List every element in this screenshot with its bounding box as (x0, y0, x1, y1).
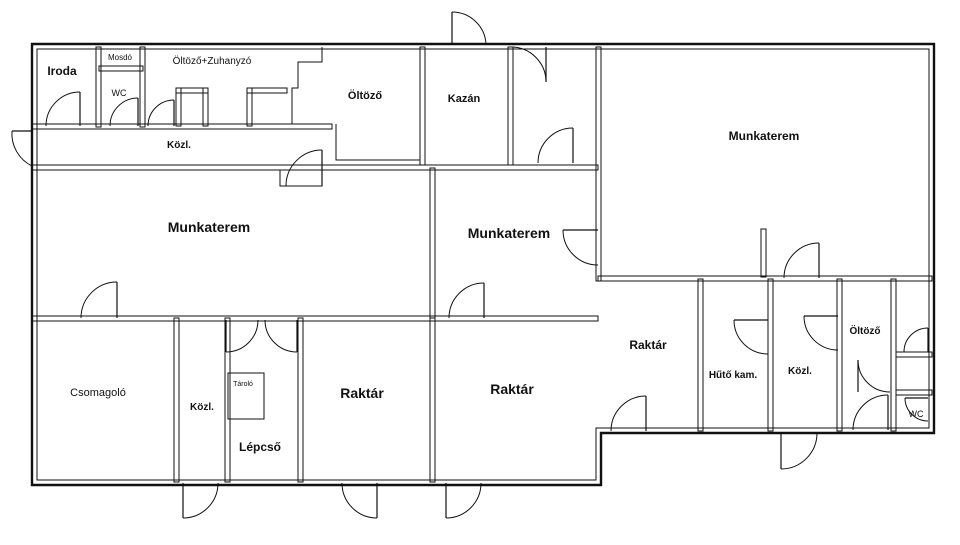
label-munkaterem-right: Munkaterem (729, 129, 800, 143)
label-lepcso: Lépcső (239, 440, 281, 454)
label-oltozo-zuhanyzo: Öltöző+Zuhanyzó (173, 55, 252, 67)
label-kozl-corridor: Közl. (167, 140, 191, 151)
doors (11, 11, 929, 519)
label-kazan: Kazán (448, 93, 481, 105)
label-raktar-3: Raktár (629, 338, 667, 352)
room-labels: Iroda Mosdó WC Öltöző+Zuhanyzó Öltöző Ka… (47, 53, 924, 454)
label-wc-top: WC (112, 88, 127, 98)
label-oltozo-top: Öltöző (348, 89, 382, 102)
interior-walls (31, 46, 933, 483)
outer-walls (30, 42, 936, 487)
label-munkaterem-left: Munkaterem (168, 219, 250, 235)
label-raktar-2: Raktár (490, 381, 534, 397)
label-munkaterem-center: Munkaterem (468, 225, 550, 241)
label-iroda: Iroda (47, 64, 77, 78)
label-huto-kam: Hűtő kam. (709, 370, 758, 381)
label-csomagolo: Csomagoló (70, 387, 126, 399)
label-mosdo: Mosdó (108, 53, 133, 62)
label-wc-right: WC (909, 409, 924, 419)
label-raktar-1: Raktár (340, 385, 384, 401)
label-tarolo: Tároló (233, 381, 253, 388)
label-kozl-small: Közl. (190, 402, 214, 413)
label-oltozo-right: Öltöző (849, 324, 880, 337)
label-kozl-right: Közl. (788, 366, 812, 377)
